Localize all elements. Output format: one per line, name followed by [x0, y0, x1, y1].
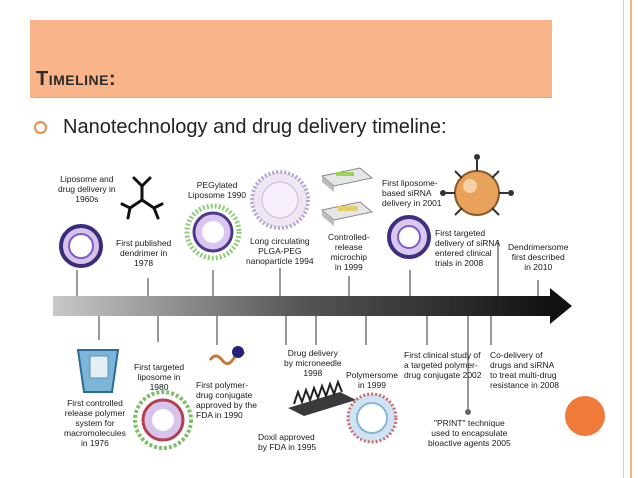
- pegylated-liposome-icon: [184, 203, 242, 261]
- event-line: FDA in 1990: [196, 410, 243, 420]
- event-line: First polymer-: [196, 380, 248, 390]
- event-clinical-2002: First clinical study of a targeted polym…: [404, 350, 482, 380]
- event-line: Liposome and: [60, 174, 114, 184]
- event-line: Controlled-: [328, 232, 370, 242]
- event-targeted-liposome-1980: First targeted liposome in 1980: [134, 362, 184, 392]
- event-line: in 1999: [358, 380, 386, 390]
- event-liposome-1960s: Liposome and drug delivery in 1960s: [58, 174, 116, 204]
- event-line: drug delivery in: [58, 184, 116, 194]
- event-line: macromolecules: [64, 428, 126, 438]
- timeline-bar: [53, 296, 553, 316]
- event-line: 1960s: [75, 194, 99, 204]
- dendrimer-icon: [120, 176, 164, 220]
- decorative-circle: [565, 396, 605, 436]
- slide-title: Timeline:: [36, 68, 117, 90]
- event-line: "PRINT" technique: [433, 418, 505, 428]
- timeline-arrowhead-icon: [550, 288, 572, 324]
- event-dendrimersome-2010: Dendrimersome first described in 2010: [508, 242, 568, 272]
- event-line: First targeted: [435, 228, 486, 238]
- event-line: First published: [116, 238, 172, 248]
- polymersome-icon: [346, 392, 398, 444]
- event-line: by microneedle: [284, 358, 342, 368]
- event-line: used to encapsulate: [431, 428, 508, 438]
- event-line: Polymersome: [346, 370, 398, 380]
- event-dendrimer-1978: First published dendrimer in 1978: [116, 238, 171, 268]
- event-line: Liposome 1990: [188, 190, 247, 200]
- timeline-ticks-above: [76, 240, 539, 296]
- event-doxil-1995: Doxil approved by FDA in 1995: [258, 432, 316, 452]
- event-line: delivery of siRNA: [435, 238, 501, 248]
- event-line: trials in 2008: [435, 258, 484, 268]
- event-line: First targeted: [134, 362, 185, 372]
- event-line: in 2010: [524, 262, 553, 272]
- event-line: First liposome-: [382, 178, 438, 188]
- plga-peg-nanoparticle-icon: [250, 170, 310, 230]
- event-line: dendrimer in: [120, 248, 168, 258]
- event-line: to treat multi-drug: [490, 370, 557, 380]
- event-polymer-drug-1990: First polymer- drug conjugate approved b…: [196, 380, 257, 420]
- event-line: First clinical study of: [404, 350, 481, 360]
- event-codelivery-2008: Co-delivery of drugs and siRNA to treat …: [490, 350, 559, 390]
- event-line: Long circulating: [250, 236, 310, 246]
- event-line: approved by the: [196, 400, 257, 410]
- event-print-2005: "PRINT" technique used to encapsulate bi…: [428, 418, 511, 448]
- event-line: drugs and siRNA: [490, 360, 555, 370]
- event-line: liposome in: [137, 372, 181, 382]
- event-polymersome-1999: Polymersome in 1999: [346, 370, 398, 390]
- event-line: 1980: [149, 382, 169, 392]
- slide-frame-line-inner: [623, 0, 624, 478]
- title-band: [30, 20, 552, 98]
- event-line: release polymer: [64, 408, 126, 418]
- event-targeted-sirna-2008: First targeted delivery of siRNA entered…: [435, 228, 500, 268]
- event-line: resistance in 2008: [490, 380, 559, 390]
- timeline-ticks-below: [98, 316, 492, 410]
- event-line: PEGylated: [196, 180, 238, 190]
- event-line: a targeted polymer-: [404, 360, 478, 370]
- event-line: Dendrimersome: [508, 242, 569, 252]
- bullet-text: Nanotechnology and drug delivery timelin…: [63, 116, 447, 138]
- event-microneedle-1998: Drug delivery by microneedle 1998: [284, 348, 342, 378]
- event-line: drug conjugate 2002: [404, 370, 482, 380]
- event-line: entered clinical: [435, 248, 492, 258]
- event-plga-peg-1994: Long circulating PLGA-PEG nanoparticle 1…: [246, 236, 314, 266]
- event-line: nanoparticle 1994: [246, 256, 314, 266]
- event-line: bioactive agents 2005: [428, 438, 511, 448]
- polymer-cube-icon: [76, 349, 120, 393]
- event-microchip-1999: Controlled- release microchip in 1999: [328, 232, 370, 272]
- sirna-liposome-icon: [387, 215, 431, 259]
- event-line: Drug delivery: [287, 348, 338, 358]
- event-line: based siRNA: [382, 188, 432, 198]
- microchip-icon: [320, 167, 374, 226]
- event-line: Doxil approved: [258, 432, 315, 442]
- liposome-icon: [59, 224, 103, 268]
- event-line: in 1976: [81, 438, 109, 448]
- event-line: system for: [75, 418, 115, 428]
- event-line: First controlled: [67, 398, 123, 408]
- event-line: Co-delivery of: [490, 350, 543, 360]
- event-pegylated-1990: PEGylated Liposome 1990: [188, 180, 246, 200]
- event-line: in 1999: [334, 262, 363, 272]
- event-line: 1978: [134, 258, 154, 268]
- bullet-ring-icon: [34, 121, 47, 134]
- event-line: drug conjugate: [196, 390, 253, 400]
- event-line: by FDA in 1995: [258, 442, 317, 452]
- bullet-item: Nanotechnology and drug delivery timelin…: [34, 116, 447, 139]
- event-line: delivery in 2001: [382, 198, 442, 208]
- title-divider: [34, 97, 552, 98]
- event-sirna-2001: First liposome- based siRNA delivery in …: [382, 178, 442, 208]
- microneedle-array-icon: [288, 379, 356, 416]
- event-line: first described: [511, 252, 565, 262]
- targeted-nanoparticle-icon: [440, 154, 514, 216]
- event-line: PLGA-PEG: [258, 246, 302, 256]
- event-line: microchip: [330, 252, 367, 262]
- event-polymer-1976: First controlled release polymer system …: [64, 398, 126, 448]
- print-particle-icon: [465, 409, 471, 415]
- targeted-liposome-icon: [133, 390, 193, 450]
- polymer-drug-conjugate-icon: [208, 346, 246, 365]
- slide-frame-line: [630, 0, 632, 478]
- event-line: 1998: [303, 368, 323, 378]
- event-line: release: [334, 242, 363, 252]
